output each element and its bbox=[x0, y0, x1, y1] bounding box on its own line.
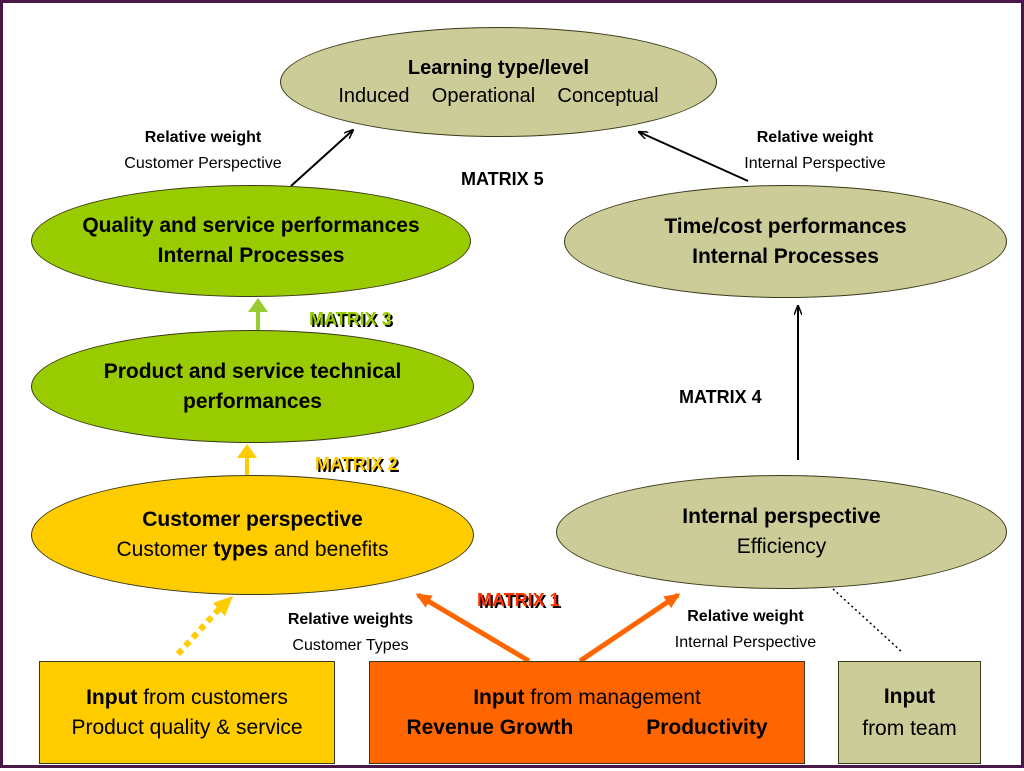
input-customers-box: Input from customers Product quality & s… bbox=[39, 661, 335, 764]
timecost-line1: Time/cost performances bbox=[664, 214, 907, 238]
input-management-items: Revenue Growth Productivity bbox=[370, 713, 804, 743]
learning-type-ellipse: Learning type/level Induced Operational … bbox=[280, 27, 717, 137]
productivity-label: Productivity bbox=[646, 715, 768, 739]
arrow-matrix2-up bbox=[237, 444, 257, 475]
rw-internal-bottom-label: Relative weight Internal Perspective bbox=[648, 604, 843, 656]
rw-internal-top-sub: Internal Perspective bbox=[744, 155, 886, 172]
learning-type-induced: Induced bbox=[338, 85, 410, 107]
arrow-management-to-customer bbox=[415, 592, 531, 664]
timecost-line2: Internal Processes bbox=[692, 244, 879, 268]
input-customers-line1: Input from customers bbox=[86, 683, 288, 713]
input-customers-rest: from customers bbox=[137, 685, 288, 709]
internal-sub: Efficiency bbox=[736, 535, 827, 558]
dotted-team-to-internal bbox=[832, 588, 904, 654]
input-management-line1: Input from management bbox=[473, 683, 701, 713]
rw-customer-sub: Customer Perspective bbox=[124, 155, 282, 172]
customer-sub-pre: Customer bbox=[116, 538, 214, 561]
customer-subtitle: Customer types and benefits bbox=[117, 535, 389, 565]
rw-types-label: Relative weights Customer Types bbox=[258, 607, 443, 659]
quality-service-ellipse: Quality and service performances Interna… bbox=[31, 185, 471, 297]
learning-title: Learning type/level bbox=[407, 57, 590, 79]
quality-line1: Quality and service performances bbox=[82, 214, 420, 237]
rw-internal-bottom-title: Relative weight bbox=[687, 608, 804, 625]
input-team-bold: Input bbox=[883, 684, 936, 708]
arrow-matrix3-up bbox=[248, 298, 268, 330]
product-line2: performances bbox=[183, 389, 322, 413]
input-team-box: Input from team bbox=[838, 661, 981, 764]
time-cost-ellipse: Time/cost performances Internal Processe… bbox=[564, 185, 1007, 298]
rw-customer-label: Relative weight Customer Perspective bbox=[98, 125, 308, 177]
matrix-4-label: MATRIX 4 bbox=[679, 387, 762, 407]
learning-type-conceptual: Conceptual bbox=[557, 85, 659, 107]
arrow-management-to-internal bbox=[578, 592, 681, 664]
rw-internal-bottom-sub: Internal Perspective bbox=[674, 634, 817, 651]
input-management-rest: from management bbox=[524, 685, 701, 709]
customer-perspective-ellipse: Customer perspective Customer types and … bbox=[31, 475, 474, 595]
matrix-2-label: MATRIX 2 bbox=[315, 454, 398, 474]
matrix-1-label: MATRIX 1 bbox=[477, 590, 560, 610]
internal-perspective-ellipse: Internal perspective Efficiency bbox=[556, 475, 1007, 589]
customer-title: Customer perspective bbox=[142, 508, 363, 531]
revenue-growth-label: Revenue Growth bbox=[406, 715, 574, 739]
quality-line2: Internal Processes bbox=[157, 244, 345, 267]
arrow-customers-input-dotted bbox=[175, 596, 233, 657]
matrix-3-label: MATRIX 3 bbox=[309, 309, 392, 329]
input-customers-line2: Product quality & service bbox=[71, 715, 303, 739]
customer-sub-post: and benefits bbox=[268, 538, 389, 561]
input-team-line2: from team bbox=[862, 716, 957, 740]
arrow-timecost-to-learning bbox=[639, 132, 749, 182]
internal-title: Internal perspective bbox=[682, 505, 881, 528]
rw-internal-top-label: Relative weight Internal Perspective bbox=[715, 125, 915, 177]
customer-sub-bold: types bbox=[213, 538, 269, 561]
matrix-5-label: MATRIX 5 bbox=[461, 169, 544, 189]
input-management-box: Input from management Revenue Growth Pro… bbox=[369, 661, 805, 764]
rw-customer-title: Relative weight bbox=[144, 129, 262, 146]
input-management-bold: Input bbox=[473, 685, 525, 709]
connectors-layer bbox=[175, 3, 904, 664]
learning-types: Induced Operational Conceptual bbox=[338, 82, 658, 110]
rw-types-title: Relative weights bbox=[287, 611, 414, 628]
product-line1: Product and service technical bbox=[103, 359, 402, 383]
rw-internal-top-title: Relative weight bbox=[756, 129, 874, 146]
arrow-quality-to-learning bbox=[290, 130, 353, 187]
input-customers-bold: Input bbox=[86, 685, 138, 709]
product-technical-ellipse: Product and service technical performanc… bbox=[31, 330, 474, 443]
rw-types-sub: Customer Types bbox=[292, 637, 409, 654]
learning-type-operational: Operational bbox=[431, 85, 536, 107]
